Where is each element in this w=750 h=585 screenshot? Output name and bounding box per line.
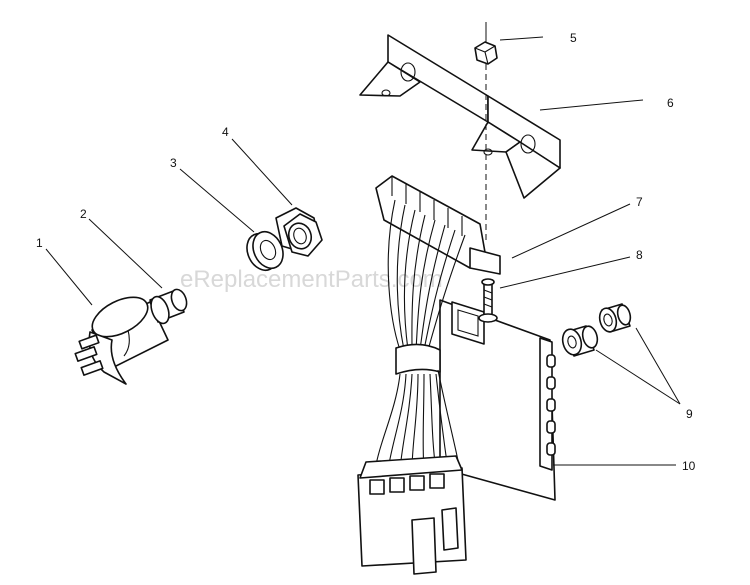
callout-4: 4 bbox=[222, 125, 229, 139]
callout-3: 3 bbox=[170, 156, 177, 170]
screw-part-8 bbox=[478, 278, 498, 323]
callout-1: 1 bbox=[36, 236, 43, 250]
circuit-board-part-10 bbox=[439, 299, 556, 501]
callout-5: 5 bbox=[570, 31, 577, 45]
callout-8: 8 bbox=[636, 248, 643, 262]
small-nut-part-5 bbox=[474, 22, 498, 65]
callout-2: 2 bbox=[80, 207, 87, 221]
washer-part-3 bbox=[246, 230, 284, 272]
wire-harness bbox=[357, 175, 501, 575]
callout-10: 10 bbox=[682, 459, 696, 473]
leader-8 bbox=[499, 256, 631, 289]
leader-lines bbox=[45, 36, 681, 466]
callout-labels: 1 2 3 4 5 6 7 8 9 10 bbox=[36, 31, 696, 473]
callout-7: 7 bbox=[636, 195, 643, 209]
switch-body-part-1 bbox=[74, 296, 169, 385]
leader-9b bbox=[595, 349, 681, 405]
callout-9: 9 bbox=[686, 407, 693, 421]
leader-9a bbox=[635, 327, 681, 405]
leader-6 bbox=[539, 99, 644, 111]
mounting-bracket-part-6 bbox=[359, 34, 561, 240]
leader-3 bbox=[179, 168, 255, 233]
switch-plunger-part-2 bbox=[149, 288, 188, 325]
hex-nut-part-4 bbox=[275, 207, 323, 257]
leader-7 bbox=[511, 203, 631, 259]
leader-2 bbox=[88, 218, 163, 289]
callout-6: 6 bbox=[667, 96, 674, 110]
watermark-text: eReplacementParts.com bbox=[180, 266, 443, 293]
spacers-part-9 bbox=[561, 303, 632, 357]
leader-4 bbox=[231, 138, 293, 206]
leader-1 bbox=[45, 248, 93, 306]
leader-5 bbox=[499, 36, 544, 41]
